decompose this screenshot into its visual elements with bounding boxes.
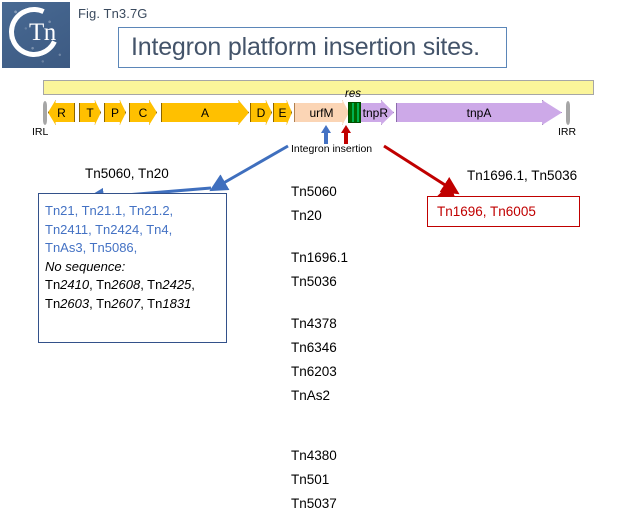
gene-label-tnpA: tnpA (466, 105, 492, 120)
integron-insertion-label: Integron insertion (291, 143, 373, 155)
gene-label-tnpR: tnpR (362, 105, 388, 120)
list-item: Tn20 (291, 208, 322, 223)
list-item: Tn5037 (291, 496, 337, 511)
left-tn-list-box: Tn21, Tn21.1, Tn21.2, Tn2411, Tn2424, Tn… (38, 193, 227, 343)
gene-label-urfM: urfM (309, 105, 334, 120)
blue-connector-line (209, 144, 289, 192)
list-item: Tn2603, Tn2607, Tn1831 (45, 295, 192, 311)
gene-label-R: R (57, 105, 66, 120)
list-item: Tn1696, Tn6005 (437, 204, 536, 219)
right-column-header: Tn1696.1, Tn5036 (467, 168, 578, 183)
blue-insertion-arrow-head (320, 125, 331, 133)
backbone-bar (43, 80, 594, 95)
right-tn-list-box: Tn1696, Tn6005 (427, 196, 580, 227)
list-item: Tn5036 (291, 274, 337, 289)
list-item: Tn4378 (291, 316, 337, 331)
list-gap (291, 294, 411, 312)
gene-arrow-D: D (250, 100, 272, 125)
gene-arrow-A: A (161, 100, 249, 125)
gene-label-P: P (110, 105, 119, 120)
list-item: Tn1696.1 (291, 250, 349, 265)
list-item: TnAs2 (291, 388, 331, 403)
list-item: Tn4380 (291, 448, 337, 463)
irl-end-bar (43, 101, 47, 125)
red-insertion-arrow-head (340, 125, 351, 133)
gene-arrow-C: C (129, 100, 157, 125)
gene-label-A: A (200, 105, 209, 120)
list-item: Tn21, Tn21.1, Tn21.2, (45, 203, 174, 218)
gene-label-C: C (138, 105, 148, 120)
list-gap (291, 228, 411, 246)
list-item: Tn2410, Tn2608, Tn2425, (45, 277, 195, 292)
irr-label: IRR (558, 126, 577, 138)
gene-map: IRL IRR R T P C A D E urfM tnpR tnpA res (0, 88, 640, 144)
res-label: res (345, 88, 361, 100)
list-item: Tn2411, Tn2424, Tn4, (45, 221, 173, 237)
irr-end-bar (566, 101, 570, 125)
page-title: Integron platform insertion sites. (131, 33, 480, 61)
gene-arrow-R: R (48, 100, 75, 125)
gene-label-E: E (278, 105, 287, 120)
logo-tn-text: Tn (29, 19, 56, 46)
list-item: Tn6203 (291, 364, 337, 379)
figure-caption: Fig. Tn3.7G (78, 6, 148, 21)
no-sequence-label: No sequence: (45, 258, 126, 274)
blue-insertion-arrow-shaft (324, 132, 328, 144)
list-item: Tn5060 (291, 184, 337, 199)
gene-arrow-urfM: urfM (294, 100, 349, 125)
left-column-header: Tn5060, Tn20 (85, 166, 169, 181)
gene-label-D: D (256, 105, 266, 120)
irl-label: IRL (32, 126, 49, 138)
title-box: Integron platform insertion sites. (118, 27, 507, 68)
gene-arrow-tnpA: tnpA (396, 100, 562, 125)
gene-label-T: T (86, 105, 94, 120)
list-item: TnAs3, Tn5086, (45, 240, 138, 255)
center-tn-list: Tn5060 Tn20 Tn1696.1 Tn5036 Tn4378 Tn634… (291, 180, 411, 516)
app-logo: Tn (2, 2, 70, 68)
list-gap (291, 408, 411, 444)
red-insertion-arrow-shaft (344, 132, 348, 144)
list-item: Tn501 (291, 472, 330, 487)
res-site-box (348, 102, 361, 123)
gene-arrow-T: T (79, 100, 101, 125)
gene-arrow-P: P (104, 100, 126, 125)
gene-arrow-E: E (273, 100, 292, 125)
list-item: Tn6346 (291, 340, 337, 355)
